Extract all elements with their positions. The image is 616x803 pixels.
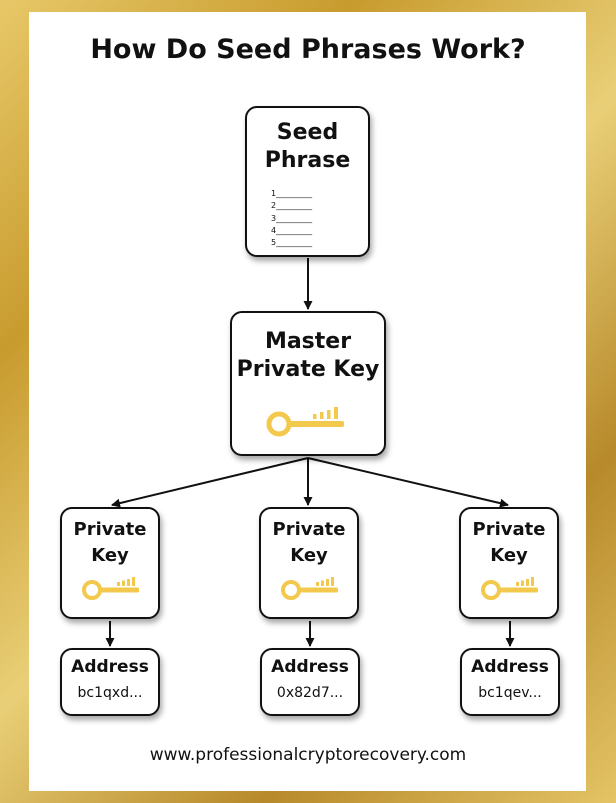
- private-key-label: Private Key: [272, 519, 346, 567]
- arrow-master-to-key-1: [111, 457, 309, 508]
- address-label: Address: [71, 657, 149, 677]
- private-key-label: Private Key: [73, 519, 147, 567]
- private-key-box-3: Private Key: [459, 507, 559, 619]
- address-box-3: Address bc1qev...: [460, 648, 560, 716]
- master-private-key-label: Master Private Key: [236, 329, 380, 383]
- address-value: bc1qev...: [478, 685, 542, 701]
- seed-word-line: 5_________: [271, 238, 313, 248]
- address-value: bc1qxd...: [77, 685, 143, 701]
- footer-website: www.professionalcryptorecovery.com: [149, 745, 467, 765]
- seed-phrase-box: Seed Phrase 1_________ 2_________ 3_____…: [245, 106, 370, 257]
- key-icon: [481, 577, 538, 600]
- key-icon: [266, 407, 344, 437]
- seed-word-line: 4_________: [271, 225, 313, 235]
- address-label: Address: [471, 657, 549, 677]
- key-icon: [82, 577, 139, 600]
- private-key-box-2: Private Key: [259, 507, 359, 619]
- master-private-key-box: Master Private Key: [230, 311, 386, 456]
- private-key-box-1: Private Key: [60, 507, 160, 619]
- address-label: Address: [271, 657, 349, 677]
- seed-phrase-label: Seed Phrase: [264, 120, 351, 174]
- seed-word-line: 1_________: [271, 189, 313, 198]
- seed-word-line: 3_________: [271, 213, 313, 223]
- address-value: 0x82d7...: [276, 685, 344, 701]
- arrow-master-to-key-3: [307, 457, 509, 508]
- seed-word-list: 1_________ 2_________ 3_________ 4______…: [271, 188, 312, 249]
- key-icon: [281, 577, 338, 600]
- address-box-2: Address 0x82d7...: [260, 648, 360, 716]
- private-key-label: Private Key: [472, 519, 546, 567]
- seed-word-line: 2_________: [271, 201, 313, 211]
- address-box-1: Address bc1qxd...: [60, 648, 160, 716]
- page-title: How Do Seed Phrases Work?: [90, 34, 526, 65]
